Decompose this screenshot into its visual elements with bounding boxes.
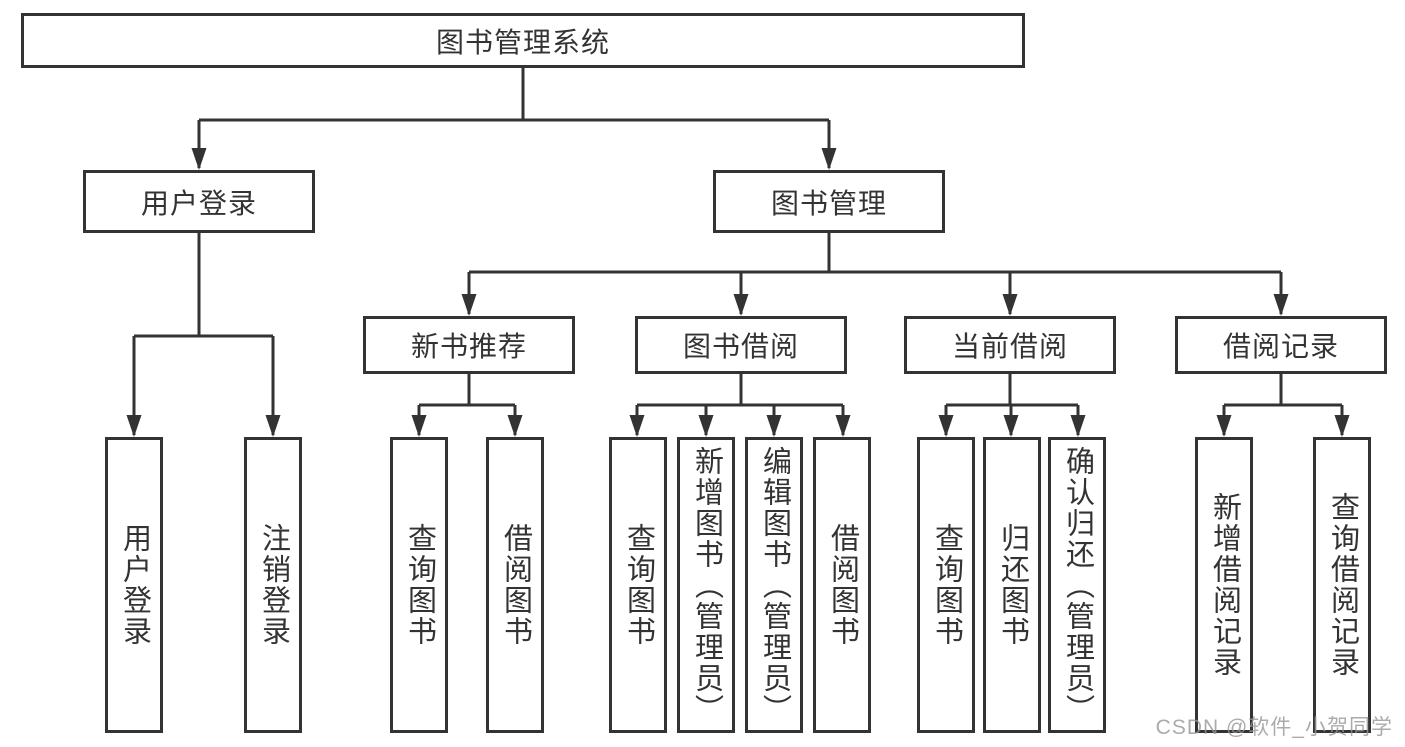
leaf-user-login: 用户登录 bbox=[105, 437, 163, 733]
csdn-watermark: CSDN @软件_小贺同学 bbox=[1155, 716, 1393, 739]
leaf-return-book: 归还图书 bbox=[983, 437, 1041, 733]
leaf-add-borrow-record: 新增借阅记录 bbox=[1195, 437, 1253, 733]
leaf-query-borrow-record: 查询借阅记录 bbox=[1313, 437, 1371, 733]
connector-record-group bbox=[1222, 374, 1344, 435]
arrowheads bbox=[126, 148, 1350, 437]
node-current-borrow: 当前借阅 bbox=[904, 316, 1116, 374]
leaf-logout: 注销登录 bbox=[244, 437, 302, 733]
leaf-add-book-admin: 新增图书（管理员） bbox=[677, 437, 735, 733]
connector-login-branch bbox=[132, 233, 275, 435]
leaf-query-book-3: 查询图书 bbox=[917, 437, 975, 733]
node-borrow-record: 借阅记录 bbox=[1175, 316, 1387, 374]
node-new-book-recommend: 新书推荐 bbox=[363, 316, 575, 374]
leaf-borrow-book-2: 借阅图书 bbox=[813, 437, 871, 733]
leaf-edit-book-admin: 编辑图书（管理员） bbox=[745, 437, 803, 733]
leaf-confirm-return-admin: 确认归还（管理员） bbox=[1048, 437, 1106, 733]
node-user-login: 用户登录 bbox=[83, 170, 315, 233]
node-book-management: 图书管理 bbox=[713, 170, 945, 233]
node-root-system: 图书管理系统 bbox=[21, 13, 1025, 68]
leaf-query-book-2: 查询图书 bbox=[609, 437, 667, 733]
connector-newbook-group bbox=[417, 374, 517, 435]
leaf-borrow-book-1: 借阅图书 bbox=[486, 437, 544, 733]
connector-borrow-group bbox=[635, 374, 845, 435]
connector-management-branch bbox=[467, 233, 1283, 314]
node-book-borrow: 图书借阅 bbox=[635, 316, 847, 374]
connector-root-to-level2 bbox=[197, 68, 831, 168]
leaf-query-book-1: 查询图书 bbox=[390, 437, 448, 733]
